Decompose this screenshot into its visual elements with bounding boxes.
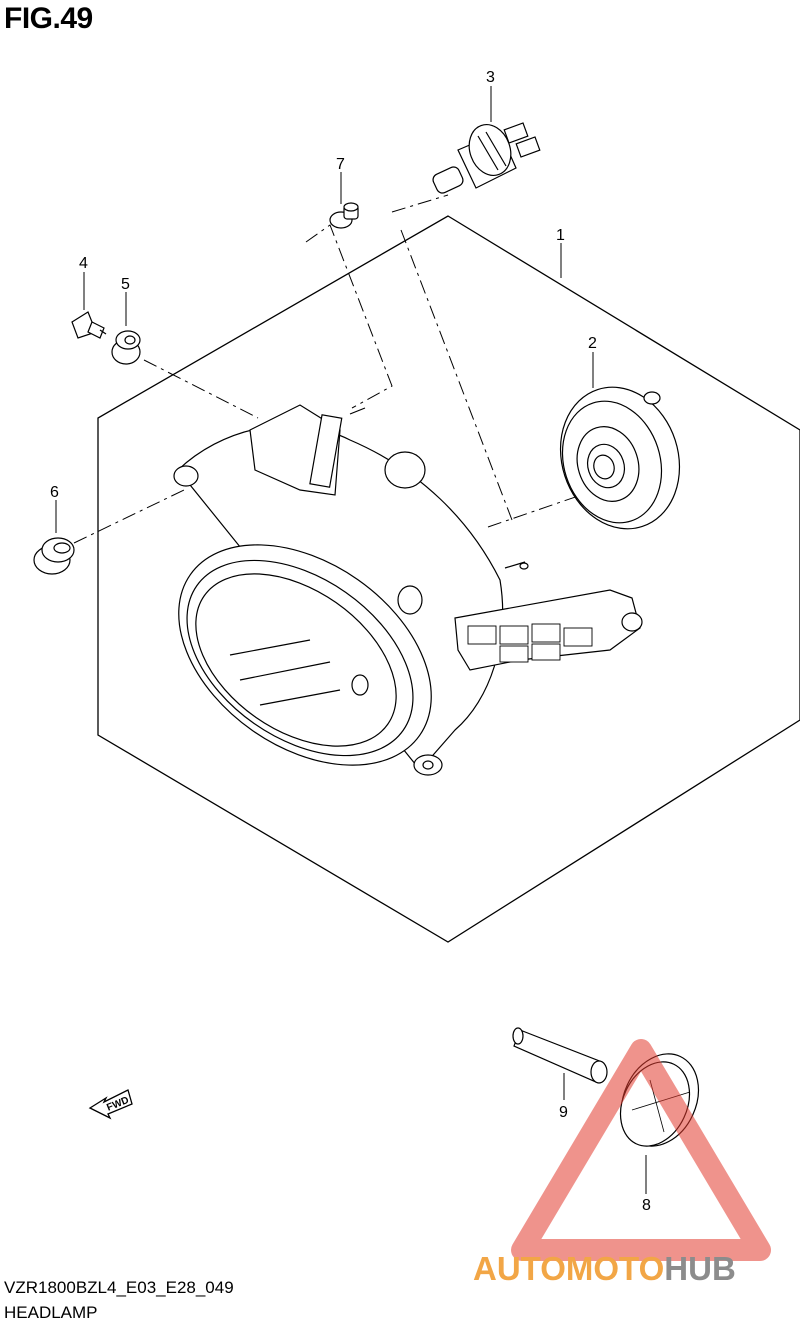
callout-9: 9 <box>559 1104 568 1121</box>
screw <box>71 311 107 339</box>
callout-7: 7 <box>336 156 345 173</box>
fwd-direction-marker: FWD <box>88 1089 133 1120</box>
callout-labels: 1 2 3 4 5 6 7 8 9 <box>50 69 651 1214</box>
callout-4: 4 <box>79 255 88 272</box>
watermark-text: AUTOMOTOHUB <box>473 1250 736 1287</box>
figure-name: HEADLAMP <box>4 1303 98 1322</box>
stud-bolt <box>512 1027 608 1084</box>
bulb-socket-cover <box>559 386 681 530</box>
leader-lines <box>55 86 647 1194</box>
figure-title: FIG.49 <box>4 2 93 35</box>
model-code: VZR1800BZL4_E03_E28_049 <box>4 1278 234 1297</box>
watermark-text-a: AUTOMOTO <box>473 1250 664 1287</box>
callout-8: 8 <box>642 1197 651 1214</box>
callout-5: 5 <box>121 276 130 293</box>
headlamp-assembly <box>173 404 643 776</box>
nut <box>329 202 359 229</box>
cushion <box>33 537 75 575</box>
callout-3: 3 <box>486 69 495 86</box>
headlamp-bulb <box>432 122 541 194</box>
watermark-text-b: HUB <box>664 1250 736 1287</box>
fwd-arrow <box>88 1089 133 1120</box>
grommet <box>111 330 141 365</box>
watermark: AUTOMOTOHUB <box>473 1039 771 1287</box>
callout-6: 6 <box>50 484 59 501</box>
assembly-outline <box>97 215 800 943</box>
watermark-triangle <box>511 1039 771 1261</box>
callout-2: 2 <box>588 335 597 352</box>
fwd-label: FWD <box>105 1095 130 1114</box>
assembly-guides <box>73 194 591 544</box>
callout-1: 1 <box>556 227 565 244</box>
